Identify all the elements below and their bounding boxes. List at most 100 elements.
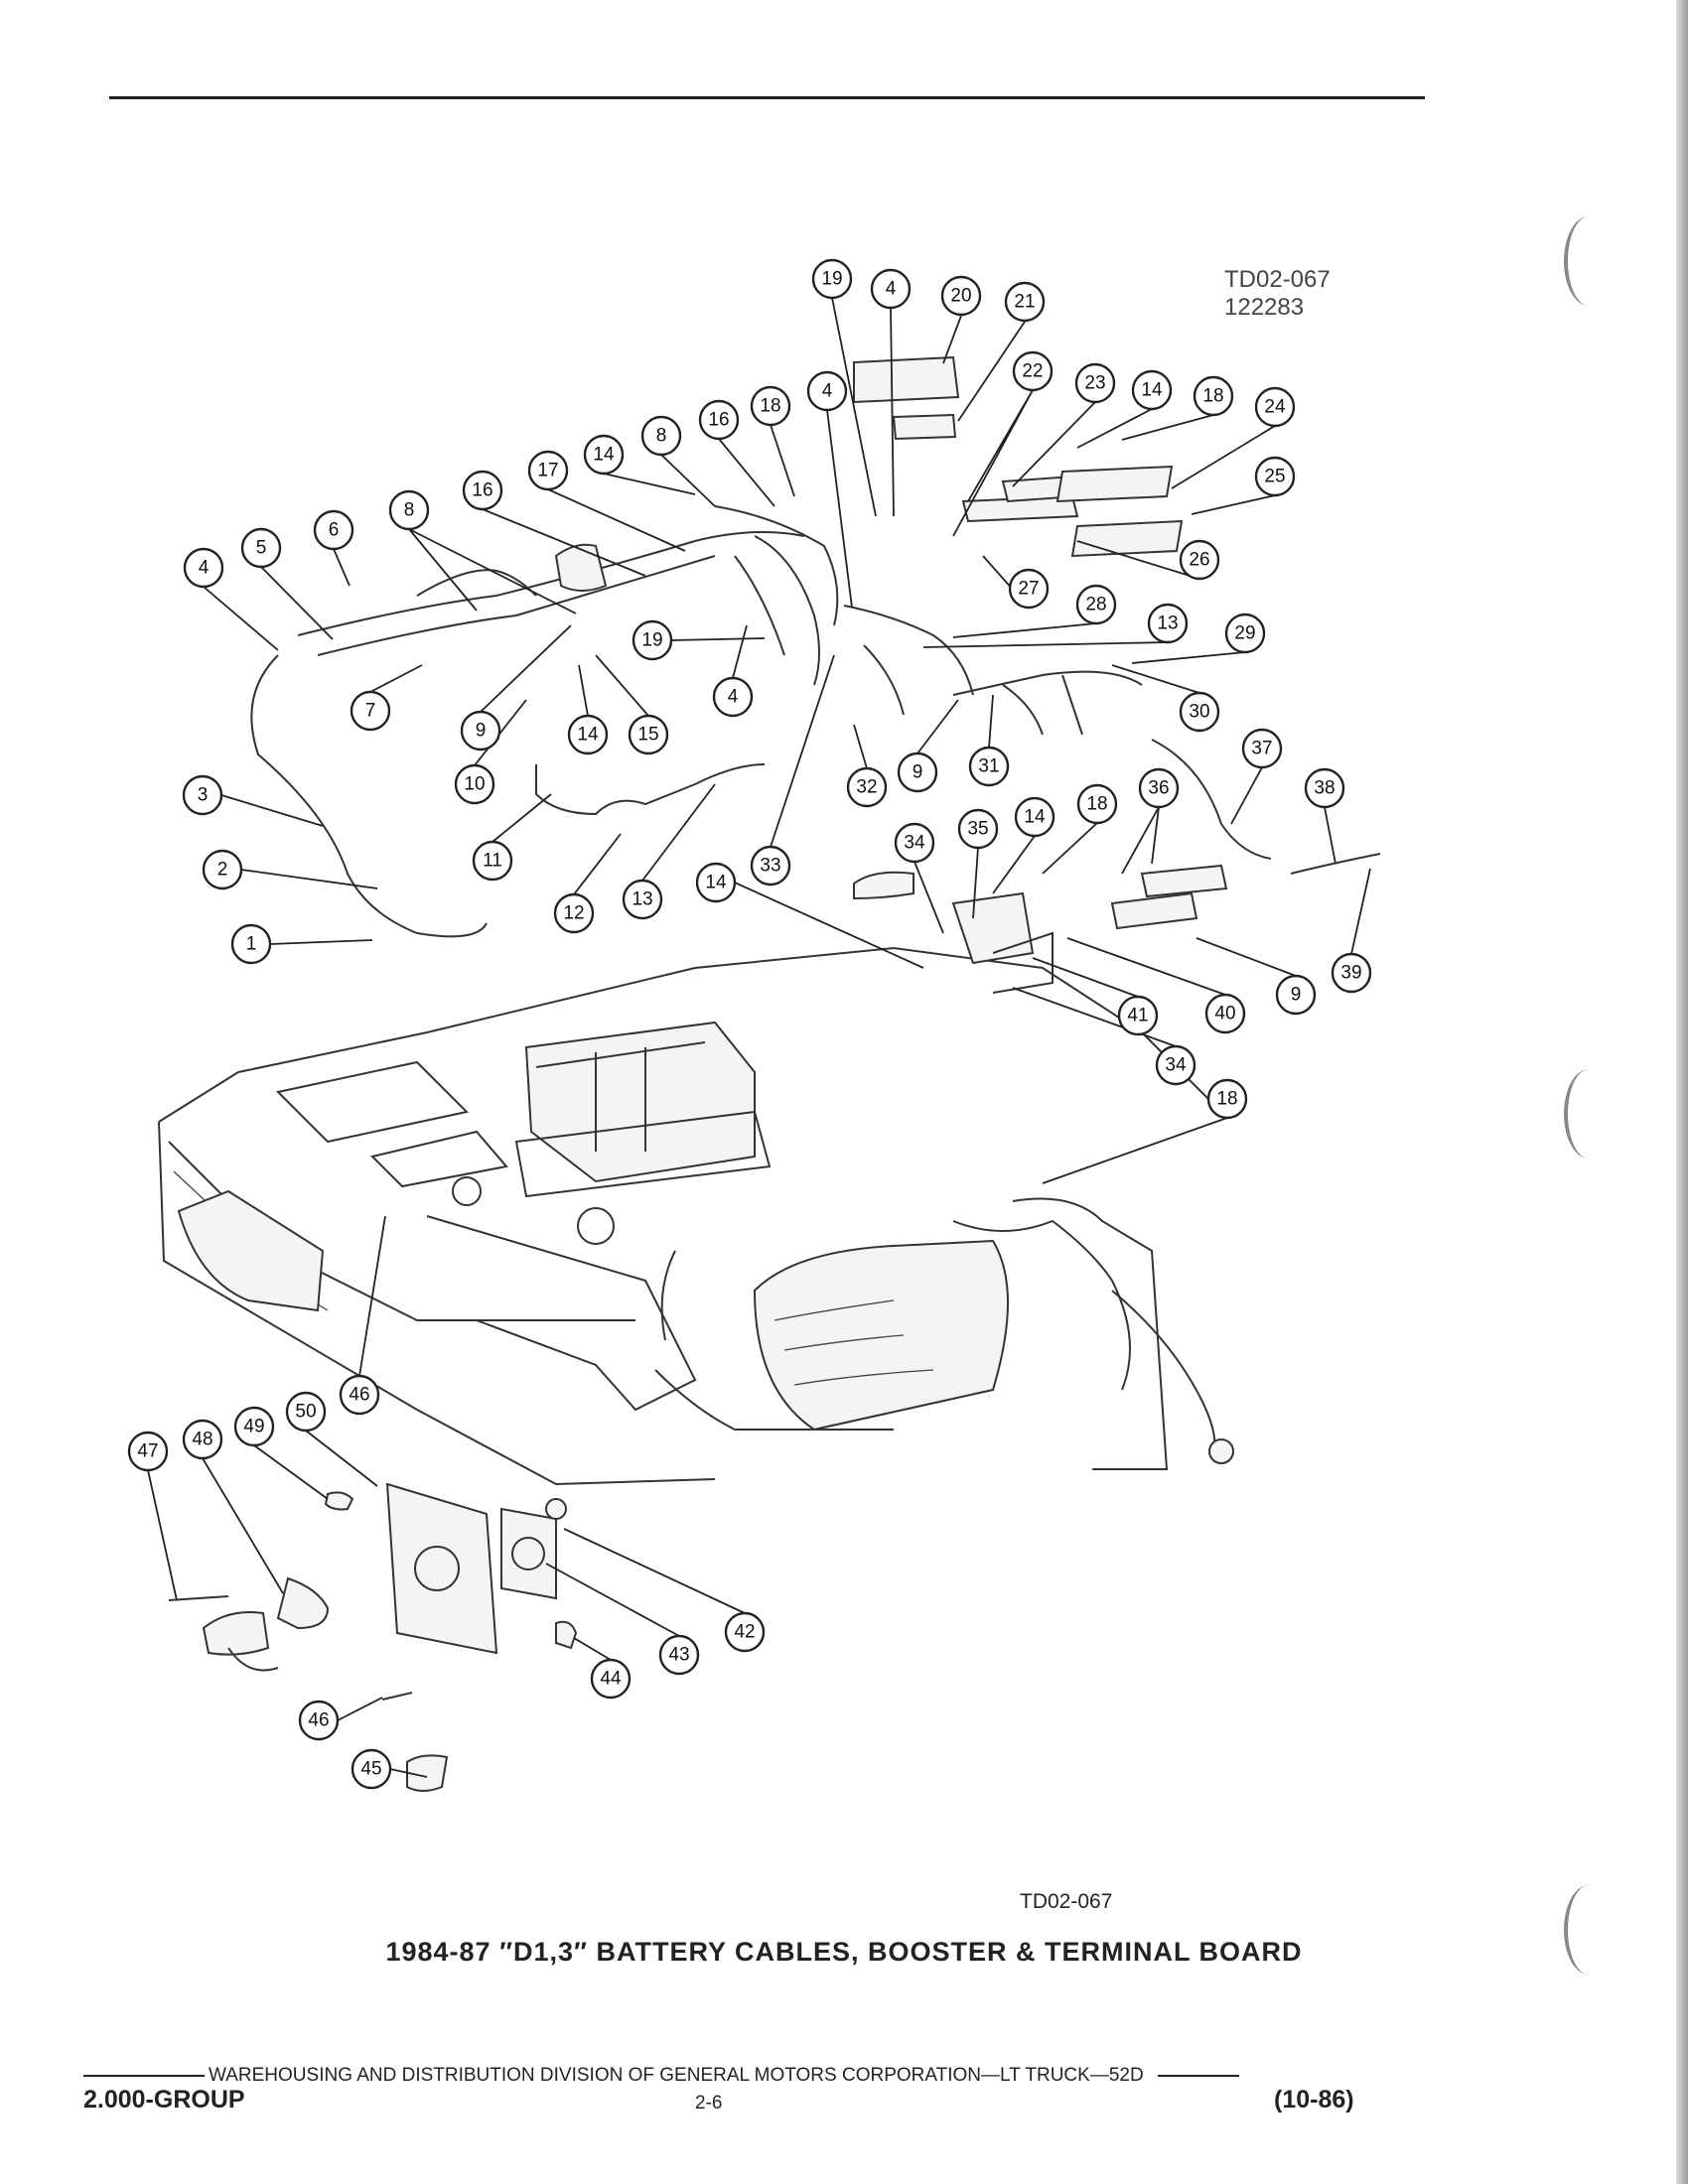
callout-circle [806, 370, 848, 412]
callout-circle [698, 399, 740, 441]
callout-number: 18 [1216, 1089, 1237, 1110]
callout-13: 13 [622, 879, 663, 920]
callout-circle [632, 619, 673, 661]
callout-circle [472, 840, 513, 882]
callout-number: 23 [1084, 373, 1105, 394]
callout-37: 37 [1241, 728, 1283, 769]
callout-circle [230, 923, 272, 965]
callout-39: 39 [1331, 952, 1372, 994]
callout-3: 3 [182, 774, 223, 816]
footer-rule-left [83, 2074, 205, 2077]
callout-19: 19 [632, 619, 673, 661]
callout-7: 7 [350, 690, 391, 732]
diagram-id-code: TD02-067 [1224, 266, 1331, 293]
callout-16: 16 [698, 399, 740, 441]
figure-title: 1984-87 ″D1,3″ BATTERY CABLES, BOOSTER &… [385, 1937, 1303, 1967]
callout-49: 49 [233, 1406, 275, 1447]
callout-number: 40 [1214, 1004, 1235, 1024]
callout-12: 12 [553, 892, 595, 934]
callout-circle [1241, 728, 1283, 769]
callout-circle [1179, 691, 1220, 733]
callout-number: 5 [256, 538, 267, 559]
callout-number: 6 [329, 520, 340, 541]
callout-circle [1331, 952, 1372, 994]
callout-circle [712, 676, 754, 718]
callout-4: 4 [183, 547, 224, 589]
callout-40: 40 [1204, 993, 1246, 1034]
callout-22: 22 [1012, 350, 1054, 392]
callout-number: 20 [950, 286, 971, 307]
callout-28: 28 [1075, 584, 1117, 625]
callout-number: 38 [1314, 778, 1335, 799]
callout-circle [1138, 767, 1180, 809]
callout-number: 9 [476, 721, 487, 742]
callout-number: 33 [760, 856, 780, 877]
callout-36: 36 [1138, 767, 1180, 809]
diagram-id-block: TD02-067 122283 [1224, 266, 1331, 322]
callout-4: 4 [806, 370, 848, 412]
callout-number: 46 [349, 1385, 369, 1406]
callout-circle [313, 509, 354, 551]
callout-circle [1008, 568, 1050, 610]
callout-number: 34 [904, 833, 925, 854]
callout-circle [658, 1634, 700, 1676]
callout-circle [298, 1700, 340, 1741]
callout-18: 18 [1076, 783, 1118, 825]
callout-circle [1155, 1044, 1196, 1086]
header-rule [109, 96, 1425, 99]
callout-number: 30 [1189, 702, 1209, 723]
callout-23: 23 [1074, 362, 1116, 404]
callout-number: 1 [246, 934, 257, 955]
callout-8: 8 [640, 415, 682, 457]
callout-circle [233, 1406, 275, 1447]
callout-34: 34 [1155, 1044, 1196, 1086]
callout-circle [811, 258, 853, 300]
callout-circle [567, 714, 609, 755]
callout-circle [640, 415, 682, 457]
binder-hole-middle [1564, 1069, 1614, 1159]
callout-number: 14 [1141, 380, 1163, 401]
callout-9: 9 [897, 751, 938, 793]
callout-33: 33 [750, 845, 791, 887]
footer-page-number: 2-6 [695, 2093, 723, 2114]
callout-29: 29 [1224, 613, 1266, 654]
callout-number: 43 [668, 1645, 689, 1666]
callout-circle [1014, 796, 1055, 838]
callout-circle [1254, 456, 1296, 497]
callout-number: 19 [641, 630, 662, 651]
callout-number: 11 [483, 851, 502, 872]
callout-circle [583, 434, 625, 476]
callout-number: 21 [1014, 292, 1035, 313]
callout-30: 30 [1179, 691, 1220, 733]
callout-circle [846, 766, 888, 808]
callout-number: 2 [217, 860, 228, 881]
callout-34: 34 [894, 822, 935, 864]
binder-hole-top [1564, 216, 1614, 306]
callout-27: 27 [1008, 568, 1050, 610]
callout-circle [940, 275, 982, 317]
callout-number: 42 [734, 1622, 755, 1643]
callout-circle [1004, 281, 1046, 323]
callout-circle [1117, 995, 1159, 1036]
footer-publisher-line: WAREHOUSING AND DISTRIBUTION DIVISION OF… [83, 2065, 1239, 2087]
engine-compartment-art [158, 946, 1234, 1486]
callout-circle [1179, 539, 1220, 581]
diagram-id-number: 122283 [1224, 294, 1305, 321]
callout-number: 14 [577, 725, 599, 746]
callout-number: 28 [1085, 595, 1106, 615]
callout-number: 13 [1157, 614, 1178, 634]
callout-number: 4 [886, 279, 897, 300]
callout-number: 18 [1086, 794, 1107, 815]
callout-number: 26 [1189, 550, 1209, 571]
callout-circle [1254, 386, 1296, 428]
callout-1: 1 [230, 923, 272, 965]
callout-number: 50 [295, 1402, 316, 1423]
callout-number: 4 [822, 381, 833, 402]
callout-48: 48 [182, 1419, 223, 1460]
callout-circle [462, 470, 503, 511]
callout-circle [1131, 369, 1173, 411]
callout-circle [1076, 783, 1118, 825]
callout-24: 24 [1254, 386, 1296, 428]
page-edge-shadow [1676, 0, 1688, 2184]
